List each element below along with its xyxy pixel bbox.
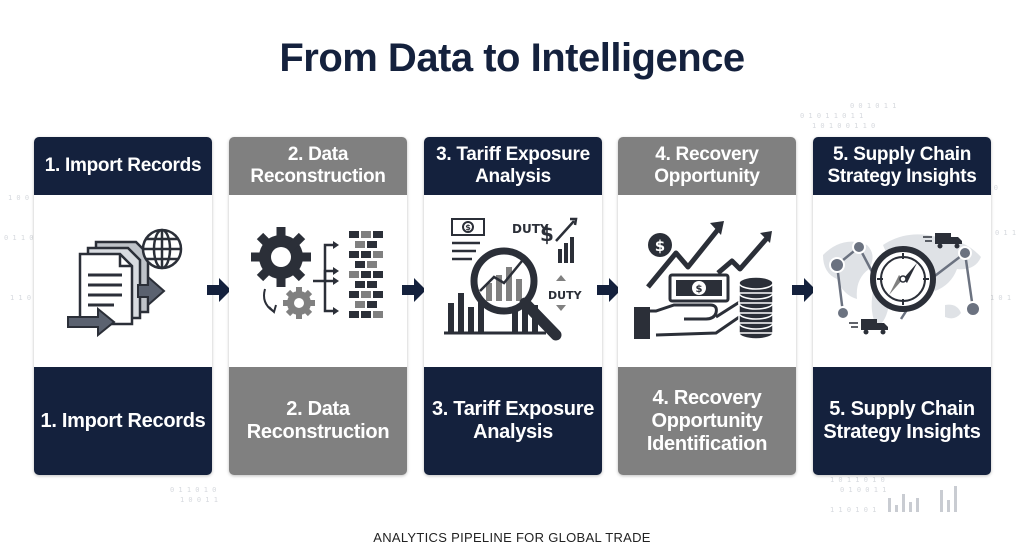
dollar-label: $	[540, 222, 554, 246]
step-header: 3. Tariff Exposure Analysis	[436, 144, 590, 187]
gears-to-blocks-icon	[229, 195, 407, 367]
svg-text:0 1 1 0 1 0: 0 1 1 0 1 0	[170, 486, 216, 494]
svg-text:0 0 1 0 1 1: 0 0 1 0 1 1	[850, 102, 896, 110]
footer-caption: ANALYTICS PIPELINE FOR GLOBAL TRADE	[373, 530, 651, 545]
pipeline-arrow-icon	[402, 278, 426, 302]
svg-text:1 1 0: 1 1 0	[10, 294, 31, 302]
documents-globe-icon	[34, 195, 212, 367]
step-card-supply-chain-insights: 5. Supply Chain Strategy Insights	[813, 137, 991, 475]
pipeline-arrow-icon	[597, 278, 621, 302]
pipeline-arrow-icon	[792, 278, 816, 302]
svg-text:1 0 1: 1 0 1	[990, 294, 1011, 302]
svg-text:0 1 0 0 1 1: 0 1 0 0 1 1	[840, 486, 886, 494]
svg-text:1 0 0 1 1: 1 0 0 1 1	[180, 496, 218, 504]
step-header: 1. Import Records	[44, 155, 202, 176]
step-header: 2. Data Reconstruction	[250, 144, 386, 187]
hand-money-growth-icon: $ $	[618, 195, 796, 367]
svg-text:1 0 1 0 0 1 1 0: 1 0 1 0 0 1 1 0	[812, 122, 875, 130]
duty-side-label: DUTY	[548, 289, 583, 302]
coin-dollar-label: $	[655, 237, 665, 255]
step-footer: 3. Tariff Exposure Analysis	[431, 398, 595, 443]
step-card-data-reconstruction: 2. Data Reconstruction	[229, 137, 407, 475]
step-footer: 1. Import Records	[40, 409, 206, 432]
step-card-import-records: 1. Import Records	[34, 137, 212, 475]
step-card-tariff-exposure: 3. Tariff Exposure Analysis $ DUTY $	[424, 137, 602, 475]
pipeline-arrow-icon	[207, 278, 231, 302]
svg-text:0 1 0 1 1 0 1 1: 0 1 0 1 1 0 1 1	[800, 112, 863, 120]
svg-text:$: $	[696, 284, 703, 295]
step-footer: 5. Supply Chain Strategy Insights	[823, 398, 981, 443]
svg-text:$: $	[465, 223, 471, 232]
step-card-recovery-opportunity: 4. Recovery Opportunity $ $	[618, 137, 796, 475]
svg-text:0 1 1 0: 0 1 1 0	[4, 234, 34, 242]
step-footer: 2. Data Reconstruction	[246, 398, 390, 443]
svg-text:1 0 1 1 0 1 0: 1 0 1 1 0 1 0	[830, 476, 885, 484]
step-footer: 4. Recovery Opportunity Identification	[646, 386, 768, 455]
compass-map-network-icon	[813, 195, 991, 367]
step-header: 5. Supply Chain Strategy Insights	[827, 144, 977, 187]
step-header: 4. Recovery Opportunity	[654, 144, 760, 187]
svg-text:0 1 1: 0 1 1	[995, 229, 1016, 237]
page-title: From Data to Intelligence	[279, 36, 745, 80]
magnifier-chart-duty-icon: $ DUTY $	[424, 195, 602, 367]
svg-text:1 1 0 1 0 1: 1 1 0 1 0 1	[830, 506, 876, 514]
duty-label: DUTY	[512, 222, 549, 236]
